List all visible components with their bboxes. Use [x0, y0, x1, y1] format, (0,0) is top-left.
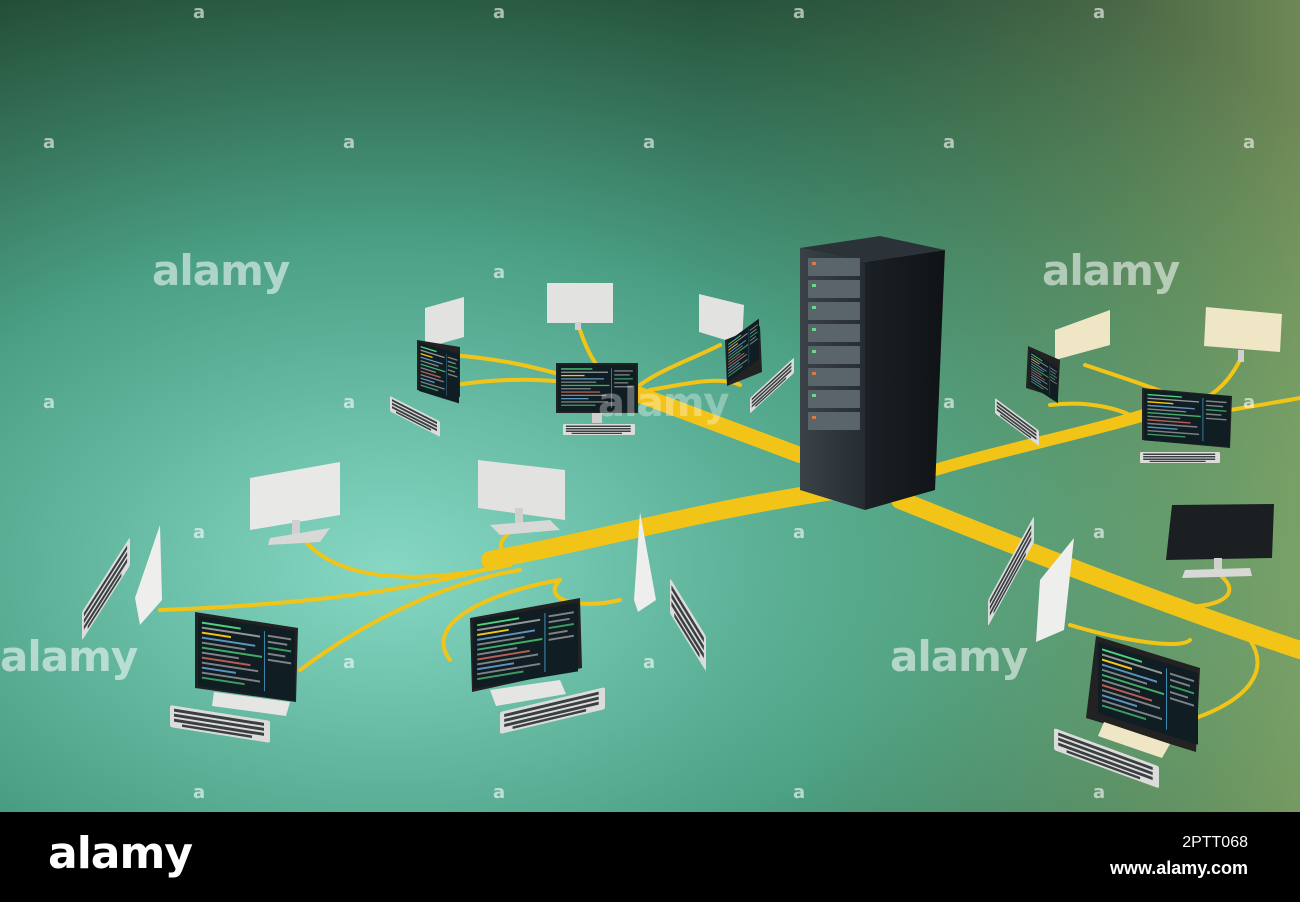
workstation-left-back-2	[478, 460, 565, 535]
footer-logo: alamy	[48, 828, 193, 879]
watermark-mark: a	[43, 392, 56, 413]
watermark-mark: a	[1243, 392, 1256, 413]
workstation-top-1	[390, 297, 464, 437]
watermark-mark: a	[343, 132, 356, 153]
watermark-mark: a	[643, 652, 656, 673]
watermark-mark: a	[1093, 782, 1106, 803]
watermark-mark: a	[43, 132, 56, 153]
workstation-right-5	[988, 515, 1074, 642]
watermark-mark: a	[793, 2, 806, 23]
workstation-left-side-2	[634, 512, 706, 672]
watermark-mark: a	[943, 132, 956, 153]
workstation-right-front	[1054, 636, 1200, 789]
workstation-top-2	[547, 283, 613, 330]
workstation-top-3	[699, 294, 794, 414]
watermark-mark: a	[343, 392, 356, 413]
footer-url: www.alamy.com	[1109, 858, 1248, 878]
watermark-text: alamy	[890, 632, 1028, 681]
server-rack	[800, 236, 945, 510]
workstation-left-front-1	[170, 612, 298, 743]
watermark-mark: a	[643, 132, 656, 153]
workstation-top-center	[556, 363, 638, 435]
watermark-mark: a	[493, 262, 506, 283]
watermark-mark: a	[1093, 522, 1106, 543]
watermark-mark: a	[193, 782, 206, 803]
watermark-text: alamy	[0, 632, 138, 681]
footer-bar	[0, 812, 1300, 902]
watermark-mark: a	[193, 2, 206, 23]
watermark-mark: a	[943, 392, 956, 413]
watermark-mark: a	[193, 522, 206, 543]
watermark-mark: a	[793, 522, 806, 543]
workstation-left-side-1	[82, 525, 162, 641]
watermark-mark: a	[793, 782, 806, 803]
network-scene	[0, 0, 1300, 812]
watermark-text: alamy	[598, 380, 729, 426]
watermark-mark: a	[493, 2, 506, 23]
watermark-mark: a	[343, 652, 356, 673]
workstation-left-front-2	[470, 598, 605, 734]
footer-image-id: 2PTT068	[1182, 834, 1248, 851]
watermark-mark: a	[1093, 2, 1106, 23]
workstation-left-back-1	[250, 462, 340, 545]
workstation-right-4	[1166, 504, 1274, 578]
watermark-text: alamy	[152, 246, 290, 295]
watermark-mark: a	[493, 782, 506, 803]
workstation-right-1	[995, 310, 1110, 447]
workstation-right-2	[1204, 307, 1282, 362]
watermark-text: alamy	[1042, 246, 1180, 295]
watermark-mark: a	[1243, 132, 1256, 153]
workstation-right-3	[1140, 388, 1232, 463]
